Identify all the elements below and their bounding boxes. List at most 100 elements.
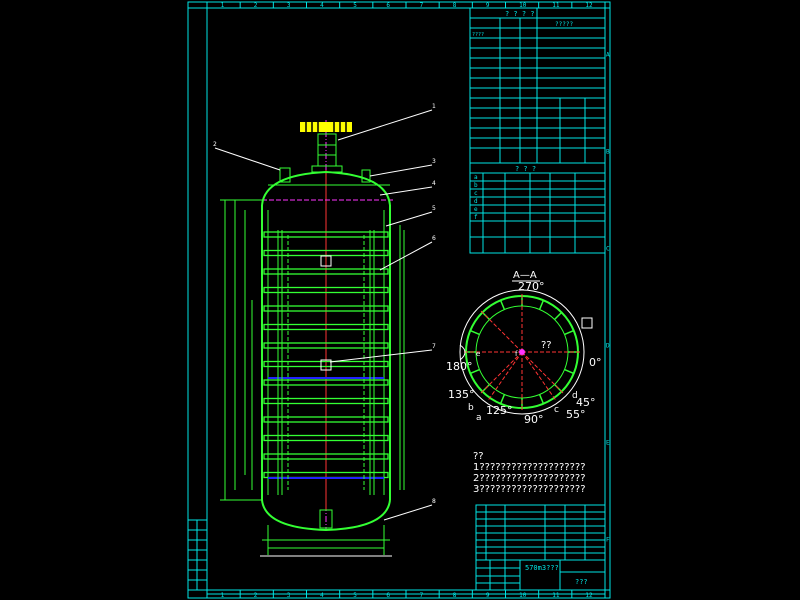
zone-number-top: 8 xyxy=(453,2,457,9)
top-head xyxy=(261,170,391,206)
zone-number-top: 4 xyxy=(320,2,324,9)
zone-number-bottom: 11 xyxy=(552,592,560,599)
section-spoke xyxy=(564,329,575,336)
zone-letter: D xyxy=(606,343,610,350)
section-rays xyxy=(462,292,582,412)
drawing-frame xyxy=(187,1,611,599)
nozzle-a: a xyxy=(476,413,482,423)
callout-number: 1 xyxy=(432,103,436,110)
technical-notes: ?? 1???????????????????? 2??????????????… xyxy=(473,451,586,495)
section-center xyxy=(519,349,525,355)
callout-number: 7 xyxy=(432,343,436,350)
section-label: A—A xyxy=(513,270,537,281)
section-spoke xyxy=(469,368,480,375)
angle-45: 45° xyxy=(576,396,596,409)
nozzle-row-id: b xyxy=(474,182,478,189)
section-spoke xyxy=(469,329,480,336)
zone-number-top: 3 xyxy=(287,2,291,9)
section-spoke xyxy=(538,394,545,405)
zone-number-top: 11 xyxy=(552,2,560,9)
section-ray xyxy=(479,351,523,395)
zone-number-bottom: 6 xyxy=(386,592,390,599)
parts-list xyxy=(475,504,606,561)
section-ray xyxy=(521,351,557,402)
angle-55: 55° xyxy=(566,408,586,421)
nozzle-c: c xyxy=(554,405,559,415)
table-header: ? ? ? ? xyxy=(505,10,535,18)
table-row-label: ???? xyxy=(472,32,484,38)
drawing-code: ??? xyxy=(575,578,588,586)
zone-letter: A xyxy=(606,52,610,59)
section-spoke xyxy=(499,299,506,310)
nozzle-table-header: ? ? ? xyxy=(515,165,536,173)
callout-number: 5 xyxy=(432,205,436,212)
gearbox xyxy=(317,133,337,167)
angle-125: 125° xyxy=(486,404,513,417)
callout-number: 4 xyxy=(432,180,436,187)
drawing-title: 570m3??? xyxy=(525,564,559,572)
angle-270: 270° xyxy=(518,280,545,293)
design-data-table: ? ? ? ? ????? ???? xyxy=(469,7,606,164)
zone-number-bottom: 10 xyxy=(519,592,527,599)
impeller-upper xyxy=(320,255,332,267)
zone-number-bottom: 9 xyxy=(486,592,490,599)
callout-number: 8 xyxy=(432,498,436,505)
zone-number-top: 9 xyxy=(486,2,490,9)
section-outer-circle xyxy=(459,289,585,415)
notes-heading: ?? xyxy=(473,451,484,462)
nozzle-row-id: a xyxy=(474,174,478,181)
title-block: 570m3??? ??? xyxy=(475,559,606,591)
bottom-head xyxy=(261,499,391,532)
nozzle-d: d xyxy=(572,391,578,401)
motor-icon xyxy=(300,122,352,132)
angle-180: 180° xyxy=(446,360,473,373)
zone-letter: C xyxy=(606,246,610,253)
zone-number-bottom: 2 xyxy=(254,592,258,599)
zone-number-top: 12 xyxy=(585,2,593,9)
vessel-elevation xyxy=(220,120,405,557)
zone-number-bottom: 7 xyxy=(420,592,424,599)
coil-turn xyxy=(263,305,389,312)
zone-number-top: 1 xyxy=(221,2,225,9)
section-spoke xyxy=(553,311,563,321)
nozzle-row-id: c xyxy=(474,190,478,197)
notes-line-1: 1???????????????????? xyxy=(473,462,586,473)
nozzle-row-id: f xyxy=(474,214,478,221)
angle-90: 90° xyxy=(524,413,544,426)
zone-letter: E xyxy=(606,440,610,447)
revision-strip xyxy=(187,519,208,591)
section-spoke xyxy=(499,394,506,405)
zone-number-bottom: 3 xyxy=(287,592,291,599)
nozzle-f: f xyxy=(515,350,518,358)
coil-turn xyxy=(263,323,389,331)
nozzle-row-id: e xyxy=(474,206,478,213)
section-ray xyxy=(479,309,523,353)
zone-letter: B xyxy=(606,149,610,156)
coil-turn xyxy=(263,379,389,386)
table-heading-2: ????? xyxy=(555,21,573,28)
zone-number-bottom: 4 xyxy=(320,592,324,599)
coil-turn xyxy=(263,434,389,442)
section-note: ?? xyxy=(541,340,552,351)
notes-line-2: 2???????????????????? xyxy=(473,473,586,484)
nozzle-row-id: d xyxy=(474,198,478,205)
section-ray xyxy=(521,351,565,395)
zone-letters: A B C D E F xyxy=(606,52,610,544)
notes-line-3: 3???????????????????? xyxy=(473,484,586,495)
zone-letter: F xyxy=(606,537,610,544)
coil-turn xyxy=(263,453,389,460)
section-spoke xyxy=(564,368,575,375)
section-ray xyxy=(487,351,523,402)
nozzle-b: b xyxy=(468,403,474,413)
zone-number-top: 2 xyxy=(254,2,258,9)
coil-turn xyxy=(263,231,389,238)
zone-number-bottom: 5 xyxy=(353,592,357,599)
coil-turn xyxy=(263,397,389,405)
zone-number-bottom: 12 xyxy=(585,592,593,599)
